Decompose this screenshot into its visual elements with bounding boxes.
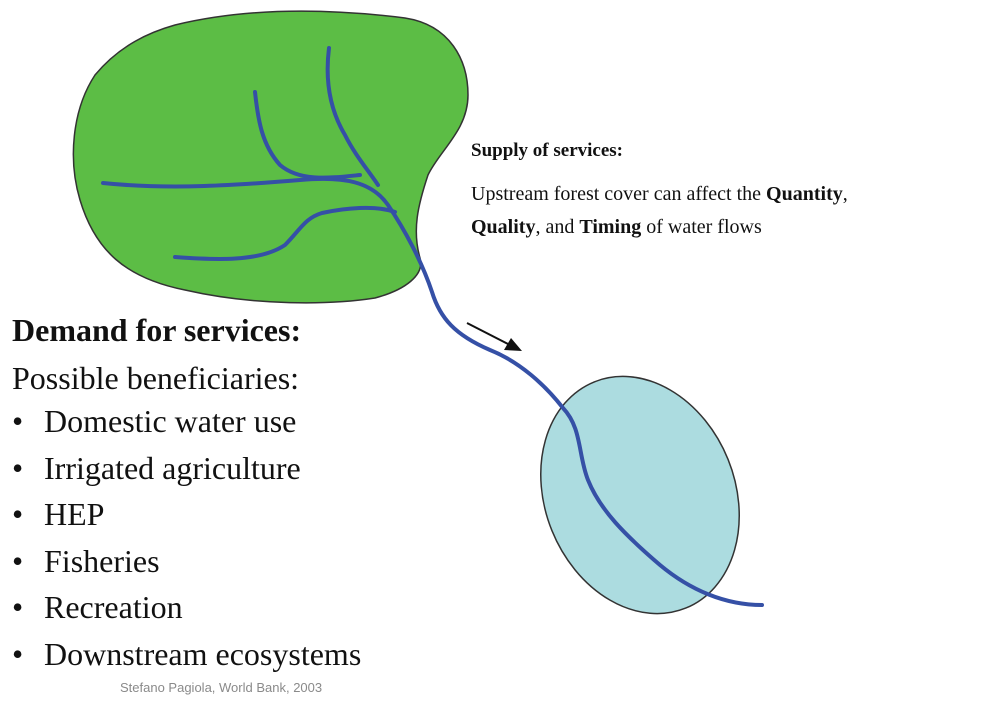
bullet-icon: • — [12, 589, 24, 625]
river-tributary-west — [253, 90, 362, 180]
list-item-label: Recreation — [44, 589, 183, 625]
supply-text-part: of water flows — [641, 216, 762, 238]
bullet-icon: • — [12, 403, 24, 439]
timing-term: Timing — [579, 216, 642, 238]
river-main — [101, 176, 764, 607]
list-item: • Recreation — [12, 586, 361, 633]
list-item: • Irrigated agriculture — [12, 447, 361, 494]
list-item: • Downstream ecosystems — [12, 633, 361, 680]
list-item: • Fisheries — [12, 540, 361, 587]
supply-text-part: Upstream forest cover can affect the — [471, 183, 767, 205]
bullet-icon: • — [12, 496, 24, 532]
beneficiary-list: • Domestic water use • Irrigated agricultu… — [12, 400, 361, 679]
supply-text-part: , — [842, 183, 848, 205]
bullet-icon: • — [12, 635, 24, 672]
list-item: • Domestic water use — [12, 400, 361, 447]
flow-arrow-line — [466, 322, 513, 347]
quality-term: Quality — [471, 216, 536, 238]
forest-area — [72, 10, 469, 304]
river-network — [101, 46, 764, 607]
list-item-label: Irrigated agriculture — [44, 449, 301, 486]
list-item-label: Downstream ecosystems — [44, 635, 362, 672]
credit-text: Stefano Pagiola, World Bank, 2003 — [120, 680, 323, 695]
river-tributary-south — [173, 205, 397, 262]
list-item-label: Domestic water use — [44, 403, 297, 439]
supply-title: Supply of services: — [471, 140, 623, 161]
bullet-icon: • — [12, 542, 24, 579]
flow-arrow-icon — [504, 338, 522, 351]
demand-subtitle: Possible beneficiaries: — [12, 360, 300, 396]
bullet-icon: • — [12, 449, 24, 486]
supply-text-part: , and — [535, 216, 580, 238]
river-tributary-north — [325, 46, 380, 187]
demand-title: Demand for services: — [12, 312, 302, 348]
list-item: • HEP — [12, 493, 361, 540]
supply-description: Upstream forest cover can affect the Qua… — [471, 178, 1004, 244]
list-item-label: HEP — [44, 496, 105, 532]
list-item-label: Fisheries — [44, 542, 160, 579]
quantity-term: Quantity — [766, 183, 843, 205]
lake — [540, 375, 740, 615]
